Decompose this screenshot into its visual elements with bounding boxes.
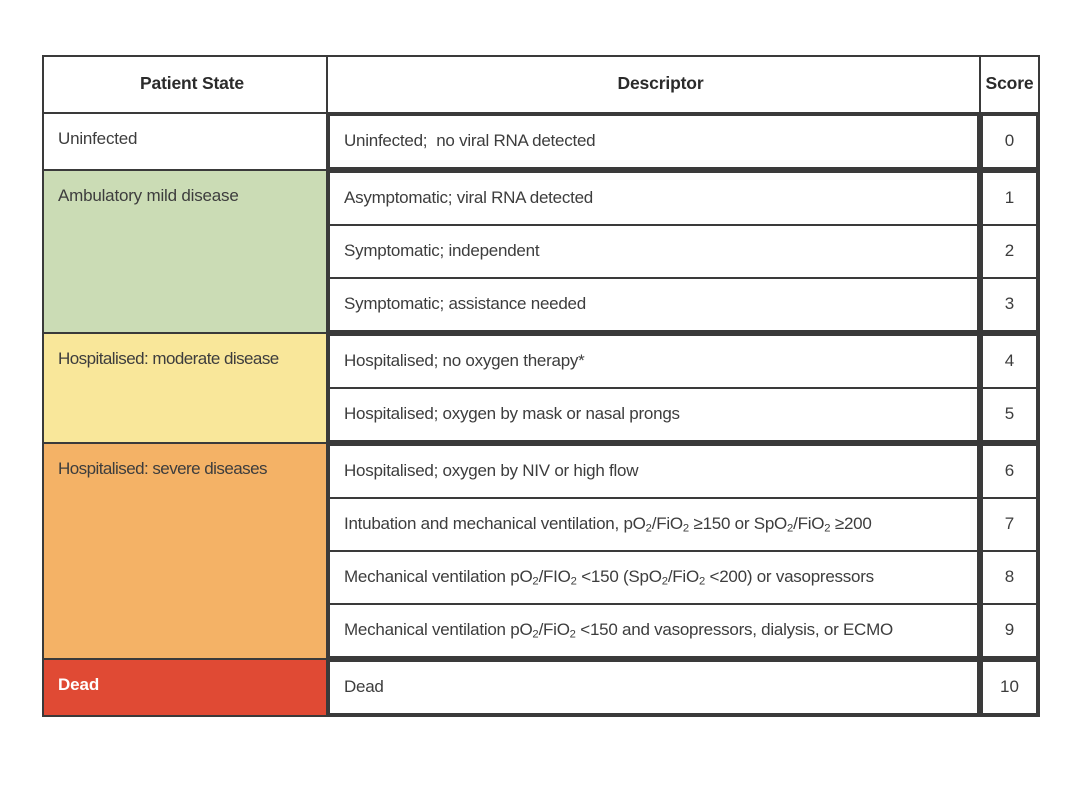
descriptor-text: Intubation and mechanical ventilation, p… (344, 514, 872, 535)
descriptor-text: Symptomatic; assistance needed (344, 294, 586, 313)
header-descriptor-label: Descriptor (617, 73, 704, 93)
scale-table: Patient State Descriptor Score Uninfecte… (42, 55, 1040, 717)
descriptor-subrow: Intubation and mechanical ventilation, p… (328, 497, 979, 552)
descriptor-subrow: Hospitalised; oxygen by NIV or high flow (328, 444, 979, 499)
header-patient-state: Patient State (42, 55, 328, 114)
table-header: Patient State Descriptor Score (42, 55, 1040, 114)
score-subrow: 5 (981, 387, 1038, 442)
score-cell: 6 7 8 9 (979, 442, 1040, 660)
score-cell: 10 (979, 658, 1040, 717)
table-body: Uninfected Uninfected; no viral RNA detec… (42, 112, 1040, 717)
descriptor-text: Symptomatic; independent (344, 241, 540, 260)
descriptor-subrow: Mechanical ventilation pO2/FIO2 <150 (Sp… (328, 550, 979, 605)
descriptor-subrow: Symptomatic; independent (328, 224, 979, 279)
descriptor-subrow: Asymptomatic; viral RNA detected (328, 171, 979, 226)
patient-state-label: Uninfected (58, 129, 138, 148)
patient-state-cell-white: Uninfected (42, 112, 328, 171)
descriptor-subrow: Mechanical ventilation pO2/FiO2 <150 and… (328, 603, 979, 658)
table-row: Dead Dead 10 (42, 658, 1040, 717)
descriptor-subrow: Symptomatic; assistance needed (328, 277, 979, 332)
score-value: 10 (1000, 677, 1019, 696)
header-descriptor: Descriptor (326, 55, 981, 114)
score-subrow: 9 (981, 603, 1038, 658)
header-row: Patient State Descriptor Score (42, 55, 1040, 114)
patient-state-label: Hospitalised: moderate disease (58, 349, 279, 368)
score-cell: 1 2 3 (979, 169, 1040, 334)
score-value: 7 (1004, 514, 1015, 533)
score-subrow: 8 (981, 550, 1038, 605)
patient-state-cell-yellow: Hospitalised: moderate disease (42, 332, 328, 444)
descriptor-subrow: Dead (328, 660, 979, 715)
descriptor-text: Dead (344, 677, 384, 696)
descriptor-text: Mechanical ventilation pO2/FIO2 <150 (Sp… (344, 567, 874, 588)
score-value: 3 (1004, 294, 1015, 313)
score-value: 5 (1004, 404, 1015, 423)
score-subrow: 2 (981, 224, 1038, 279)
score-value: 8 (1004, 567, 1015, 586)
patient-state-cell-orange: Hospitalised: severe diseases (42, 442, 328, 660)
descriptor-subrow: Hospitalised; oxygen by mask or nasal pr… (328, 387, 979, 442)
score-subrow: 0 (981, 114, 1038, 169)
score-value: 6 (1004, 461, 1015, 480)
score-subrow: 7 (981, 497, 1038, 552)
score-value: 0 (1004, 131, 1015, 150)
score-subrow: 6 (981, 444, 1038, 499)
score-value: 1 (1004, 188, 1015, 207)
descriptor-text: Hospitalised; oxygen by mask or nasal pr… (344, 404, 680, 423)
score-cell: 0 (979, 112, 1040, 171)
patient-state-label: Ambulatory mild disease (58, 186, 239, 205)
descriptor-text: Hospitalised; no oxygen therapy* (344, 351, 585, 370)
descriptor-text: Asymptomatic; viral RNA detected (344, 188, 593, 207)
patient-state-cell-green: Ambulatory mild disease (42, 169, 328, 334)
descriptor-text: Uninfected; no viral RNA detected (344, 131, 596, 150)
descriptor-subrow: Hospitalised; no oxygen therapy* (328, 334, 979, 389)
score-subrow: 3 (981, 277, 1038, 332)
descriptor-subrow: Uninfected; no viral RNA detected (328, 114, 979, 169)
who-clinical-progression-scale-table: Patient State Descriptor Score Uninfecte… (42, 55, 1040, 734)
score-value: 9 (1004, 620, 1015, 639)
table-row: Uninfected Uninfected; no viral RNA detec… (42, 112, 1040, 171)
descriptor-cell: Hospitalised; no oxygen therapy* Hospital… (326, 332, 981, 444)
score-subrow: 4 (981, 334, 1038, 389)
table-row: Ambulatory mild disease Asymptomatic; vir… (42, 169, 1040, 334)
descriptor-text: Mechanical ventilation pO2/FiO2 <150 and… (344, 620, 893, 641)
descriptor-cell: Dead (326, 658, 981, 717)
score-value: 4 (1004, 351, 1015, 370)
table-row: Hospitalised: severe diseases Hospitalise… (42, 442, 1040, 660)
descriptor-cell: Hospitalised; oxygen by NIV or high flow… (326, 442, 981, 660)
score-subrow: 1 (981, 171, 1038, 226)
descriptor-cell: Uninfected; no viral RNA detected (326, 112, 981, 171)
score-subrow: 10 (981, 660, 1038, 715)
patient-state-cell-red: Dead (42, 658, 328, 717)
descriptor-text: Hospitalised; oxygen by NIV or high flow (344, 461, 639, 480)
header-score-label: Score (985, 73, 1034, 93)
patient-state-label: Hospitalised: severe diseases (58, 459, 268, 478)
header-patient-state-label: Patient State (139, 73, 245, 93)
score-value: 2 (1004, 241, 1015, 260)
header-score: Score (979, 55, 1040, 114)
patient-state-label: Dead (58, 675, 100, 694)
